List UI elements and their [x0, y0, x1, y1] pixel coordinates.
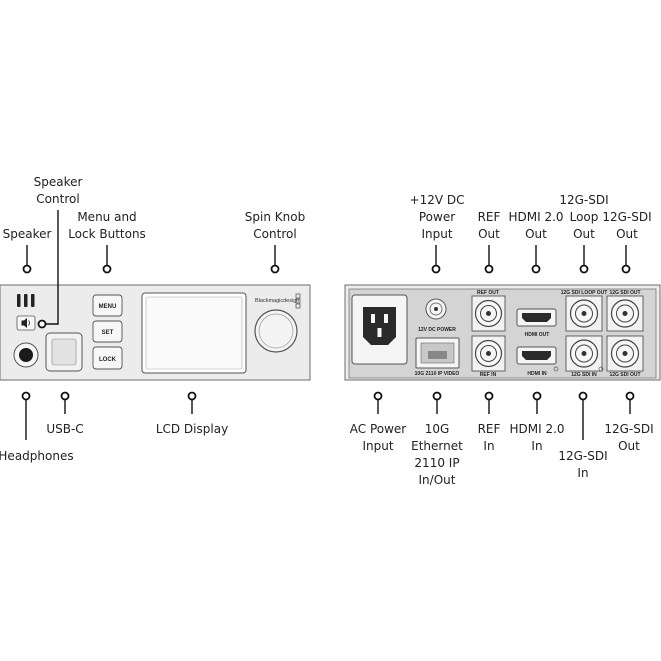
label-ethernet-2: Ethernet [411, 439, 463, 453]
callout-hdmi-out [531, 245, 541, 274]
hdmi-out-port-label: HDMI OUT [525, 332, 550, 338]
label-speaker: Speaker [3, 227, 52, 241]
callout-hdmi-in [532, 391, 542, 414]
ref-out-bnc[interactable] [471, 295, 506, 332]
label-ref-out-2: Out [478, 227, 500, 241]
sdi-in-bnc[interactable] [565, 335, 603, 372]
set-button-label: SET [102, 330, 114, 336]
label-ethernet-3: 2110 IP [414, 456, 459, 470]
hdmi-out-port[interactable] [516, 308, 557, 327]
ref-in-port-label: REF IN [480, 372, 497, 378]
callout-sdi-out-top [621, 245, 631, 274]
label-hdmi-in-1: HDMI 2.0 [509, 422, 564, 436]
callout-speaker-control [37, 210, 59, 329]
brand-logo-text: Blackmagicdesign [255, 298, 299, 304]
ethernet-port-label: 10G 2110 IP VIDEO [415, 371, 460, 377]
callout-dc-power [431, 245, 441, 274]
label-ethernet-1: 10G [425, 422, 450, 436]
label-spin-knob-1: Spin Knob [245, 210, 305, 224]
usb-c-port[interactable] [45, 332, 83, 372]
ref-out-port-label: REF OUT [477, 290, 499, 296]
label-ref-in-2: In [483, 439, 494, 453]
label-dc-power-2: Power [419, 210, 455, 224]
label-headphones: Headphones [0, 449, 74, 463]
callout-sdi-out-bottom [625, 391, 635, 414]
menu-button-label: MENU [99, 304, 117, 310]
label-menu-lock-1: Menu and [77, 210, 136, 224]
label-speaker-control-2: Control [36, 192, 79, 206]
sdi-out-bottom-bnc[interactable] [606, 335, 644, 372]
dc-power-connector[interactable] [425, 298, 447, 320]
ethernet-port[interactable] [415, 337, 460, 369]
label-menu-lock-2: Lock Buttons [68, 227, 146, 241]
front-panel: MENU SET LOCK Blackmagicdesign [0, 284, 311, 381]
sdi-in-port-label: 12G SDI IN [571, 372, 597, 378]
sdi-out-bottom-port-label: 12G SDI OUT [609, 372, 640, 378]
label-ac-power-1: AC Power [350, 422, 407, 436]
callout-headphones [21, 391, 31, 440]
label-ref-out-1: REF [478, 210, 501, 224]
label-sdi-in-2: In [577, 466, 588, 480]
spin-knob[interactable] [254, 309, 298, 353]
callout-ac-power [373, 391, 383, 414]
label-spin-knob-2: Control [253, 227, 296, 241]
sdi-out-top-bnc[interactable] [606, 295, 644, 332]
headphones-jack[interactable] [13, 342, 39, 368]
lcd-display [141, 292, 247, 374]
callout-ref-in [484, 391, 494, 414]
sdi-out-top-port-label: 12G SDI OUT [609, 290, 640, 296]
label-ref-in-1: REF [478, 422, 501, 436]
label-sdi-in-1: 12G-SDI [558, 449, 607, 463]
ac-power-inlet[interactable] [351, 294, 408, 365]
callout-usb-c [60, 391, 70, 414]
callout-sdi-in [578, 391, 588, 440]
label-ethernet-4: In/Out [419, 473, 456, 487]
menu-button[interactable]: MENU [92, 294, 123, 317]
rear-panel: 12V DC POWER 10G 2110 IP VIDEO REF OUT R… [344, 284, 661, 381]
sdi-loop-out-bnc[interactable] [565, 295, 603, 332]
label-sdi-out-top-2: Out [616, 227, 638, 241]
hdmi-in-port-label: HDMI IN [527, 371, 547, 377]
lock-button[interactable]: LOCK [92, 346, 123, 370]
label-sdi-loop-out-3: Out [573, 227, 595, 241]
callout-spin-knob [270, 245, 280, 274]
speaker-grille [17, 294, 35, 307]
callout-ethernet [432, 391, 442, 414]
dc-power-port-label: 12V DC POWER [418, 327, 456, 333]
label-ac-power-2: Input [362, 439, 393, 453]
set-button[interactable]: SET [92, 320, 123, 343]
indicator-led [553, 366, 559, 372]
label-sdi-out-bottom-1: 12G-SDI [604, 422, 653, 436]
callout-sdi-loop-out [579, 245, 589, 274]
callout-speaker [22, 245, 32, 274]
speaker-control-button[interactable] [16, 315, 36, 331]
label-sdi-loop-out-2: Loop [570, 210, 599, 224]
lock-button-label: LOCK [99, 357, 117, 363]
label-speaker-control-1: Speaker [34, 175, 83, 189]
brand-logo-icon [295, 293, 301, 309]
sdi-loop-out-port-label: 12G SDI LOOP OUT [561, 290, 608, 296]
label-dc-power-1: +12V DC [410, 193, 465, 207]
label-hdmi-out-1: HDMI 2.0 [508, 210, 563, 224]
label-sdi-out-top-1: 12G-SDI [602, 210, 651, 224]
callout-lcd-display [187, 391, 197, 414]
indicator-led-2 [598, 366, 604, 372]
label-usb-c: USB-C [46, 422, 83, 436]
label-sdi-loop-out-1: 12G-SDI [559, 193, 608, 207]
ref-in-bnc[interactable] [471, 335, 506, 372]
label-lcd-display: LCD Display [156, 422, 228, 436]
label-hdmi-out-2: Out [525, 227, 547, 241]
label-dc-power-3: Input [421, 227, 452, 241]
callout-menu-lock [102, 245, 112, 274]
speaker-icon [21, 318, 30, 328]
label-sdi-out-bottom-2: Out [618, 439, 640, 453]
hdmi-in-port[interactable] [516, 346, 557, 365]
callout-ref-out [484, 245, 494, 274]
label-hdmi-in-2: In [531, 439, 542, 453]
